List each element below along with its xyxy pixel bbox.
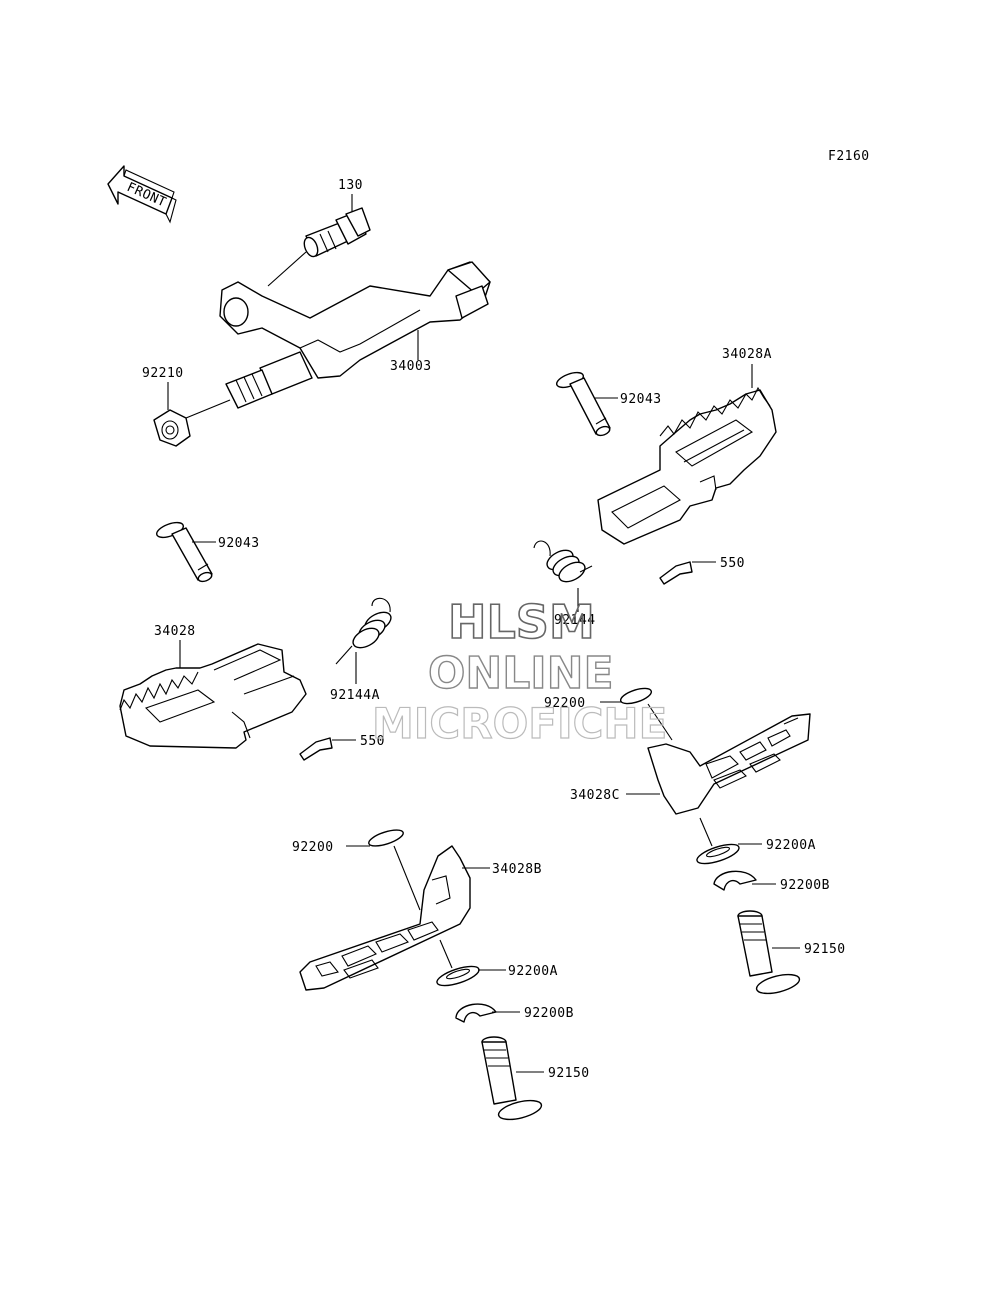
watermark: HLSM ONLINE MICROFICHE (371, 594, 667, 748)
callout-92200-right: 92200 (544, 696, 586, 711)
callout-92043-right: 92043 (620, 392, 662, 407)
cotter-pin-550-right[interactable] (659, 561, 693, 585)
callout-92200B-right: 92200B (780, 878, 830, 893)
callout-34028A: 34028A (722, 347, 772, 362)
watermark-line3: MICROFICHE (372, 699, 667, 748)
washer-92200A-left[interactable] (435, 963, 481, 990)
pin-92043-left[interactable] (155, 520, 213, 584)
spring-92144[interactable] (533, 540, 593, 586)
spring-92144A[interactable] (335, 597, 394, 665)
footpeg-34028A[interactable] (597, 386, 777, 545)
callout-550-right: 550 (720, 556, 745, 571)
callout-34003: 34003 (390, 359, 432, 374)
callout-550-left: 550 (360, 734, 385, 749)
callout-130: 130 (338, 178, 363, 193)
clip-92200B-left[interactable] (455, 1003, 497, 1023)
washer-92200-right[interactable] (619, 685, 653, 706)
step-34028B[interactable] (299, 845, 471, 991)
callout-92150-left: 92150 (548, 1066, 590, 1081)
callout-92200A-left: 92200A (508, 964, 558, 979)
watermark-line2: ONLINE (428, 648, 614, 699)
callout-34028: 34028 (154, 624, 196, 639)
callout-92144: 92144 (554, 613, 596, 628)
callout-34028B: 34028B (492, 862, 542, 877)
callout-92144A: 92144A (330, 688, 380, 703)
callout-92200A-right: 92200A (766, 838, 816, 853)
nut-92210[interactable] (153, 409, 191, 447)
front-arrow-icon: FRONT (107, 165, 177, 224)
callout-92200-left: 92200 (292, 840, 334, 855)
step-34028C[interactable] (647, 713, 811, 815)
callout-92150-right: 92150 (804, 942, 846, 957)
washer-92200-left[interactable] (367, 827, 405, 850)
figure-code: F2160 (828, 149, 870, 164)
callout-92200B-left: 92200B (524, 1006, 574, 1021)
cotter-pin-550-left[interactable] (299, 737, 333, 761)
washer-92200A-right[interactable] (695, 841, 741, 868)
pin-92043-right[interactable] (555, 370, 611, 438)
pin-92150-right[interactable] (737, 910, 801, 997)
callout-34028C: 34028C (570, 788, 620, 803)
footpeg-34028[interactable] (119, 643, 307, 749)
brake-pedal-34003[interactable] (219, 261, 491, 409)
front-label: FRONT (124, 180, 168, 211)
bolt-130[interactable] (302, 207, 371, 259)
pin-92150-left[interactable] (481, 1036, 543, 1123)
callout-92043-left: 92043 (218, 536, 260, 551)
watermark-line1: HLSM (448, 595, 595, 649)
callout-92210: 92210 (142, 366, 184, 381)
clip-92200B-right[interactable] (713, 870, 757, 891)
